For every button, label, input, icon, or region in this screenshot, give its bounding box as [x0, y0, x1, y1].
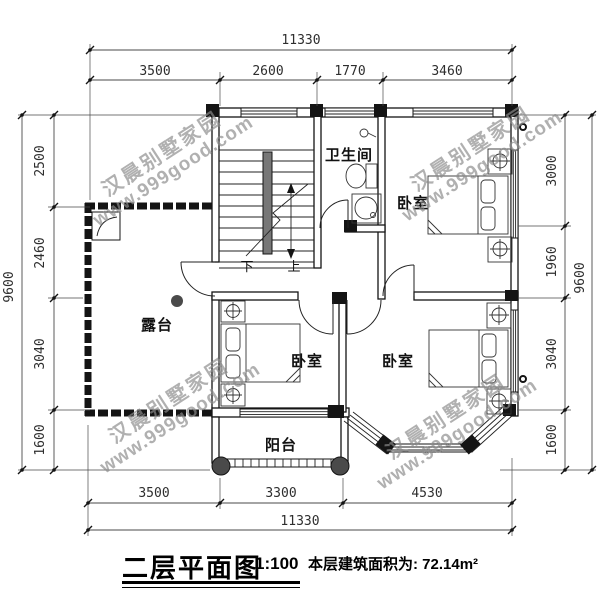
dim-bottom-seg2: 3300: [265, 486, 296, 501]
stair-up-arrow: [287, 183, 295, 193]
dim-right-total: 9600: [573, 262, 588, 293]
label-terrace: 露台: [141, 316, 173, 334]
staircase: [219, 149, 314, 269]
bay-window-walls: [343, 405, 514, 455]
dim-left-seg1: 2500: [33, 145, 48, 176]
bed-icon: [220, 323, 301, 383]
nightstand-icon: [220, 383, 246, 407]
dim-top-total: 11330: [281, 33, 320, 48]
nightstand-icon: [486, 388, 512, 415]
terrace-area: [84, 202, 212, 417]
dim-right-seg1: 3000: [545, 155, 560, 186]
nightstand-icon: [220, 300, 246, 323]
balcony-post-right: [330, 456, 350, 476]
label-bedroom-bottom-middle: 卧室: [291, 352, 323, 370]
bed-icon: [428, 329, 509, 388]
label-bathroom: 卫生间: [325, 146, 373, 164]
stair-handrail: [262, 151, 273, 255]
bedroom2-door: [298, 299, 334, 335]
bathroom-door: [319, 199, 349, 229]
stair-down-arrow: [287, 249, 295, 259]
dim-left-seg3: 3040: [33, 338, 48, 369]
bedroom2-furniture: [220, 300, 301, 407]
terrace-door: [180, 261, 216, 297]
label-bedroom-top-right: 卧室: [397, 194, 429, 212]
dim-bottom-seg3: 4530: [411, 486, 442, 501]
balcony-area: [211, 456, 350, 476]
bedroom1-door: [382, 264, 415, 297]
label-balcony: 阳台: [265, 436, 297, 454]
balcony-post-left: [211, 456, 231, 476]
rain-hopper-symbol: [91, 211, 121, 241]
bedroom3-furniture: [428, 302, 512, 415]
windows: [239, 107, 519, 418]
dim-top-seg3: 1770: [334, 64, 365, 79]
label-stair-down: 下: [240, 259, 253, 274]
nightstand-icon: [487, 236, 513, 263]
ceiling-light-icon: [359, 128, 369, 138]
dim-right-seg3: 3040: [545, 338, 560, 369]
door-swings: [180, 199, 415, 335]
dim-top-seg1: 3500: [139, 64, 170, 79]
dim-right-seg4: 1600: [545, 424, 560, 455]
dim-top-seg2: 2600: [252, 64, 283, 79]
bedroom3-door: [346, 299, 382, 335]
bed-icon: [427, 175, 509, 235]
dim-left-total: 9600: [2, 271, 17, 302]
bathroom-fixtures: [345, 128, 382, 224]
room-labels: 卫生间 卧室 卧室 卧室 露台 阳台 下 上: [141, 146, 429, 454]
dimension-lines: [18, 44, 596, 536]
floor-drain-icon: [171, 295, 183, 307]
structural-columns: [206, 104, 518, 455]
dim-bottom-total: 11330: [280, 514, 319, 529]
dim-right-seg2: 1960: [545, 246, 560, 277]
nightstand-icon: [486, 302, 512, 329]
dim-left-seg4: 1600: [33, 424, 48, 455]
dim-bottom-seg1: 3500: [138, 486, 169, 501]
bedroom1-furniture: [427, 148, 513, 263]
stair-break-line: [245, 183, 309, 257]
dim-top-seg4: 3460: [431, 64, 462, 79]
toilet-icon: [345, 163, 367, 189]
drain-pipe-symbols: [519, 123, 527, 383]
label-bedroom-bottom-right: 卧室: [382, 352, 414, 370]
dimension-dots: [20, 48, 594, 532]
dim-left-seg2: 2460: [33, 237, 48, 268]
sink-icon: [351, 193, 382, 224]
nightstand-icon: [487, 148, 513, 175]
label-stair-up: 上: [287, 259, 300, 274]
dimension-labels: 11330 3500 2600 1770 3460 3500 3300 4530…: [2, 33, 588, 529]
